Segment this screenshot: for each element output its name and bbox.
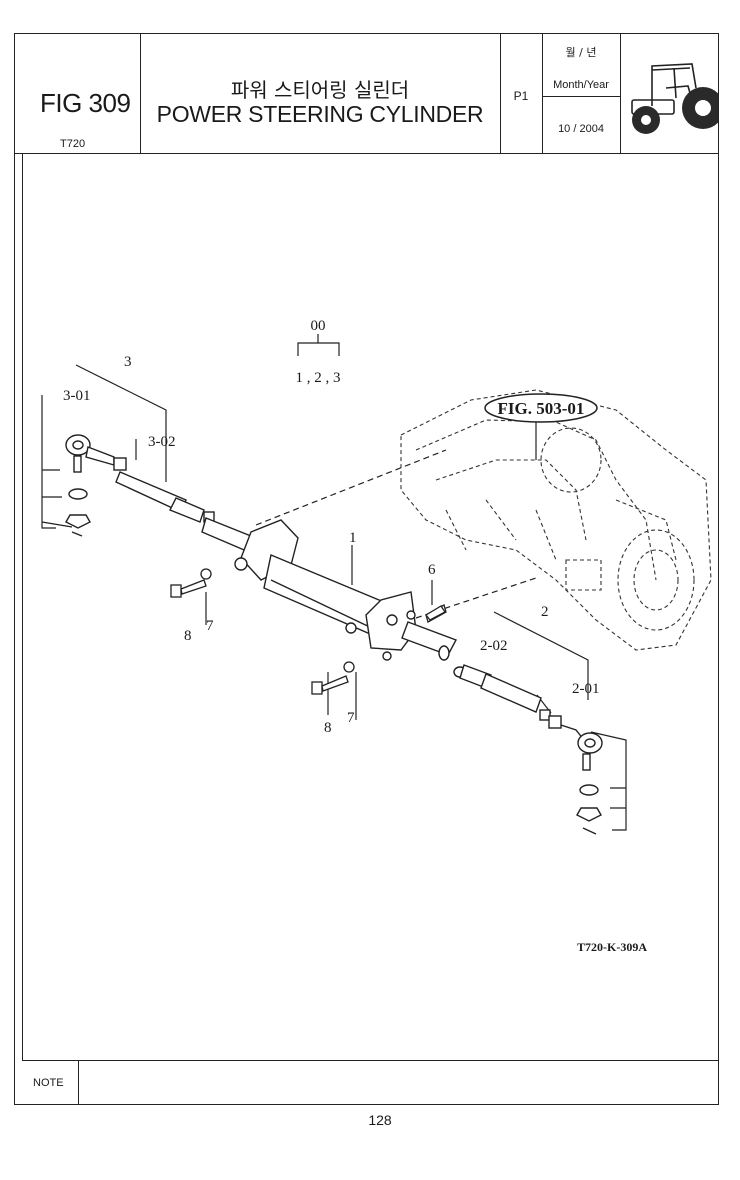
title-korean: 파워 스티어링 실린더 [230,78,410,102]
callout-2-01: 2-01 [572,681,600,697]
month-year-value: 10 / 2004 [558,123,604,135]
tie-rod-tube-right [453,664,562,729]
steering-cylinder [201,517,457,661]
title-english: POWER STEERING CYLINDER [156,101,484,127]
callout-8: 8 [324,720,332,736]
page-number: 128 [368,1112,392,1128]
leader-line [205,545,433,720]
callout-6: 6 [428,562,436,578]
model-code: T720 [60,138,86,150]
header-divider [140,33,141,154]
callout-7: 7 [347,710,355,726]
callout-2-02: 2-02 [480,638,508,654]
month-year-divider [542,96,620,97]
assembly-number: 00 [311,318,326,334]
callout-2: 2 [541,604,549,620]
header-divider [500,33,501,154]
header-block [14,33,719,154]
fig-number: FIG 309 [40,88,131,118]
note-label: NOTE [33,1077,64,1089]
leader-line [493,611,627,831]
drawing-code: T720-K-309A [577,940,647,954]
pin [425,605,446,621]
callout-3-02: 3-02 [148,434,176,450]
tie-rod-end-left [65,434,127,537]
month-year-label: Month/Year [553,79,609,91]
month-year-label-korean: 월 / 년 [565,46,597,59]
frame-left-edge [22,154,23,1060]
page-frame [14,33,719,1105]
note-row [22,1060,719,1105]
tie-rod-end-right [560,724,603,835]
tie-rod-tube-left [115,471,215,523]
tractor-icon [631,63,718,134]
header-divider [542,33,543,154]
leader-line [41,364,167,529]
page-code: P1 [513,89,529,103]
axle-housing [400,389,712,651]
callout-3-01: 3-01 [63,388,91,404]
exploded-parts-diagram: 00 1 , 2 , 3 FIG. 503-01 3 3-01 3-02 1 6… [41,318,712,835]
fig-reference: FIG. 503-01 [498,399,585,418]
callout-8: 8 [184,628,192,644]
callout-7: 7 [206,618,214,634]
fig-reference-bubble [484,393,598,423]
callout-3: 3 [124,354,132,370]
header-divider [620,33,621,154]
assembly-members: 1 , 2 , 3 [296,370,341,386]
assembly-bracket [297,334,340,356]
callout-1: 1 [349,530,357,546]
note-divider [78,1060,79,1105]
